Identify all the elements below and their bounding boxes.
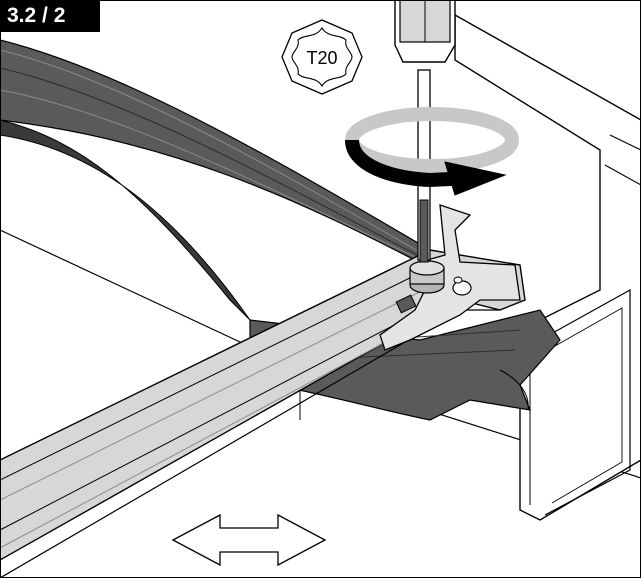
step-label: 3.2 / 2	[0, 0, 100, 32]
bracket-plate	[379, 204, 521, 351]
cabinet-wall	[454, 13, 641, 521]
torx-bit-icon: T20	[281, 19, 363, 95]
screw-head	[409, 260, 445, 294]
rotation-arrow-icon	[345, 107, 519, 196]
slide-direction-arrow-icon	[171, 513, 327, 567]
torx-bit-label: T20	[306, 48, 337, 68]
dark-rail-upper	[0, 39, 431, 321]
